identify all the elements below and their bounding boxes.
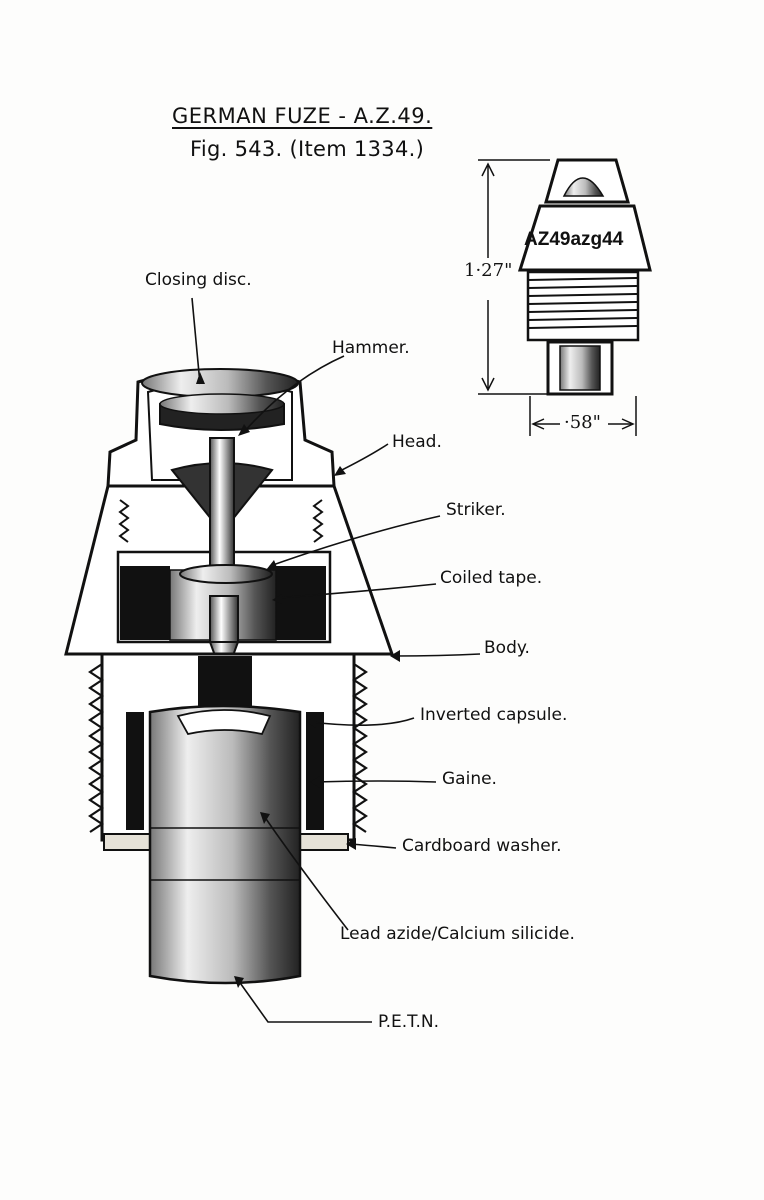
label-closing-disc: Closing disc. [145,270,252,290]
leader-gaine [313,780,437,783]
leader-body [393,653,481,657]
leader-arrowheads [196,372,400,988]
label-inverted-capsule: Inverted capsule. [420,705,568,725]
cardboard-washer-right [297,833,349,851]
coiled-tape-right [276,566,326,640]
leader-hammer [243,355,345,433]
cardboard-washer-left [103,833,155,851]
inset-marking: AZ49azg44 [524,229,624,250]
inset-dimension-lines [478,159,637,436]
sectional-fuze [64,368,395,985]
label-petn: P.E.T.N. [378,1012,440,1032]
label-cardboard-washer: Cardboard washer. [402,836,562,856]
gaine [148,704,302,985]
closing-disc [141,368,299,398]
inset-body [517,204,652,272]
striker [209,437,235,573]
leader-cardboard-washer [349,843,397,849]
figure-title: GERMAN FUZE - A.Z.49. [172,104,433,128]
leader-coiled-tape [275,583,437,599]
inverted-capsule [176,709,272,736]
label-striker: Striker. [446,500,506,520]
width-dimension: ·58" [564,412,601,433]
height-dimension: 1·27" [464,260,513,281]
leader-petn [237,979,372,1023]
inset-fuze-view [478,158,652,436]
leader-striker [269,515,441,567]
label-head: Head. [392,432,442,452]
label-coiled-tape: Coiled tape. [440,568,543,588]
leader-head [337,443,389,473]
inset-dome [562,177,605,197]
label-lead-azide: Lead azide/Calcium silicide. [340,924,575,944]
external-thread [88,663,368,833]
coiled-tape-left [120,566,170,640]
inset-thread [526,270,640,342]
figure-subtitle: Fig. 543. (Item 1334.) [190,137,425,161]
label-hammer: Hammer. [332,338,410,358]
leader-inverted-capsule [309,717,415,726]
label-body: Body. [484,638,530,658]
leader-lines [191,297,481,1023]
leader-lead-azide [263,815,349,931]
label-gaine: Gaine. [442,769,497,789]
